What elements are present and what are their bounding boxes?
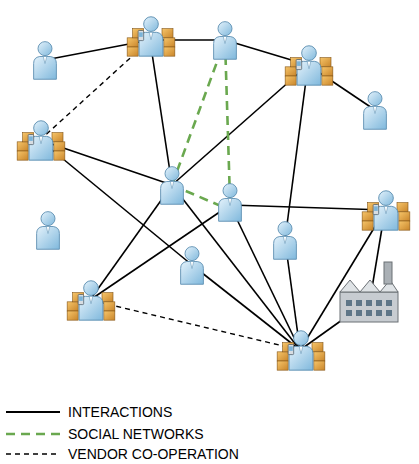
legend-text: VENDOR CO-OPERATION <box>68 446 239 462</box>
legend-text: INTERACTIONS <box>68 404 172 420</box>
factory-icon <box>340 262 398 322</box>
legend-text: SOCIAL NETWORKS <box>68 426 204 442</box>
legend-solid-line <box>6 411 60 413</box>
legend-black-dash <box>6 453 60 455</box>
legend-green-dash <box>6 433 60 436</box>
